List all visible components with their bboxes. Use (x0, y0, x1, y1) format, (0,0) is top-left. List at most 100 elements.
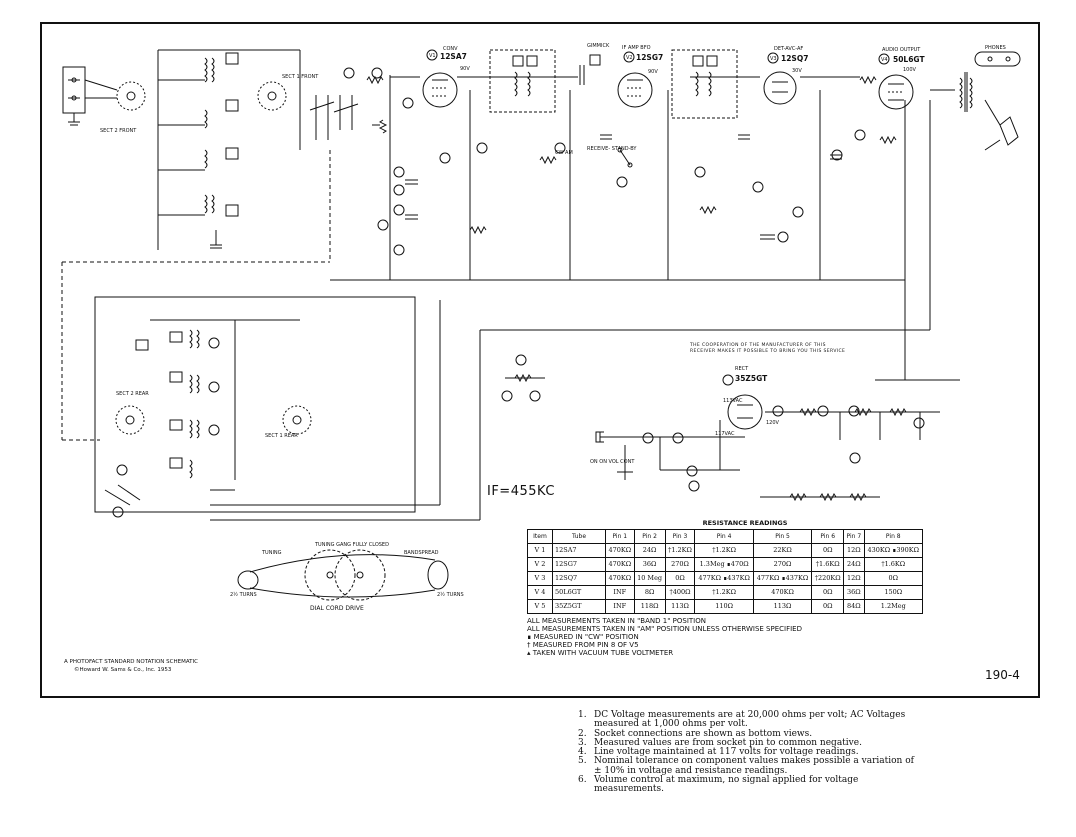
footnote-text: Line voltage maintained at 117 volts for… (594, 747, 859, 758)
table-cell: †1.2KΩ (694, 543, 754, 558)
tube-v2: V2 (617, 51, 653, 108)
table-cell: 0Ω (664, 571, 696, 586)
table-cell: 0Ω (811, 599, 845, 614)
header-pin7: Pin 7 (843, 529, 865, 544)
svg-text:V1: V1 (429, 53, 436, 59)
page-number: 190-4 (985, 668, 1020, 682)
table-cell: 12Ω (843, 543, 865, 558)
table-cell: 150Ω (863, 585, 924, 600)
measurement-note: ALL MEASUREMENTS TAKEN IN "AM" POSITION … (527, 625, 802, 633)
table-cell: V 5 (527, 599, 553, 614)
credit-line-2: ©Howard W. Sams & Co., Inc. 1953 (74, 667, 172, 673)
table-cell: 24Ω (843, 557, 865, 572)
rf-coil-stack (157, 49, 301, 250)
footnote: 6. Volume control at maximum, no signal … (578, 776, 918, 795)
table-cell: 50L6GT (552, 585, 606, 600)
table-cell: 35Z5GT (552, 599, 606, 614)
v4-function: AUDIO OUTPUT (882, 47, 921, 53)
table-cell: 1.2Meg (863, 599, 924, 614)
v5-function: RECT (735, 366, 749, 372)
table-cell: 110Ω (694, 599, 754, 614)
footnote-number: 5. (578, 756, 587, 767)
table-cell: 118Ω (633, 599, 666, 614)
rect-120v: 120V (766, 420, 780, 426)
table-cell: 8Ω (633, 585, 666, 600)
tube-v1: V1 (422, 49, 458, 108)
table-cell: V 2 (527, 557, 553, 572)
footnotes: 1. DC Voltage measurements are at 20,000… (578, 710, 918, 795)
header-pin2: Pin 2 (633, 529, 666, 544)
table-cell: 0Ω (863, 571, 924, 586)
header-tube: Tube (552, 529, 606, 544)
table-row: V 3 12SQ7 470KΩ 10 Meg 0Ω 477KΩ ∎437KΩ 4… (527, 571, 924, 586)
table-cell: †400Ω (664, 585, 696, 600)
v5-type: 35Z5GT (735, 374, 768, 383)
speaker (984, 99, 1019, 151)
table-cell: 22KΩ (752, 543, 813, 558)
table-row: V 5 35Z5GT INF 118Ω 113Ω 110Ω 113Ω 0Ω 84… (527, 599, 924, 614)
table-cell: 113Ω (664, 599, 696, 614)
table-row: V 1 12SA7 470KΩ 24Ω †1.2KΩ †1.2KΩ 22KΩ 0… (527, 543, 924, 558)
table-cell: 470KΩ (605, 543, 635, 558)
cw-am-label: CW AM (555, 150, 573, 156)
header-pin1: Pin 1 (605, 529, 635, 544)
footnote-number: 2. (578, 728, 587, 739)
credit-block: A PHOTOFACT STANDARD NOTATION SCHEMATIC … (64, 658, 198, 674)
measurement-notes: ALL MEASUREMENTS TAKEN IN "BAND 1" POSIT… (527, 617, 923, 657)
footnote-text: Nominal tolerance on component values ma… (594, 756, 914, 776)
bplus-bus (330, 75, 960, 381)
v1-plate-voltage: 90V (460, 66, 470, 72)
table-cell: 0Ω (811, 543, 845, 558)
coop-line-2: RECEIVER MAKES IT POSSIBLE TO BRING YOU … (690, 349, 846, 354)
table-row: V 2 12SG7 470KΩ 36Ω 270Ω 1.3Meg ∎470Ω 27… (527, 557, 924, 572)
v1-type: 12SA7 (440, 52, 467, 61)
measurement-note: † MEASURED FROM PIN 8 OF V5 (527, 641, 639, 649)
rear-coil-section (94, 100, 931, 521)
table-cell: 477KΩ ∎437KΩ (752, 571, 813, 586)
sect2-rear-label: SECT 2 REAR (116, 391, 149, 397)
footnote-text: Measured values are from socket pin to c… (594, 737, 862, 748)
tuning-gang-front (309, 95, 359, 140)
receive-standby-label: RECEIVE- STAND-BY (587, 146, 637, 152)
table-header-row: Item Tube Pin 1 Pin 2 Pin 3 Pin 4 Pin 5 … (527, 529, 924, 544)
v3-plate-voltage: 30V (792, 68, 802, 74)
v3-type: 12SQ7 (781, 54, 808, 63)
table-row: V 4 50L6GT INF 8Ω †400Ω †1.2KΩ 470KΩ 0Ω … (527, 585, 924, 600)
output-transformer (959, 72, 973, 112)
table-cell: 84Ω (843, 599, 865, 614)
tuning-gang-label: TUNING GANG FULLY CLOSED (314, 542, 389, 548)
table-cell: 113Ω (752, 599, 813, 614)
table-cell: 12SQ7 (552, 571, 606, 586)
cooperation-notice: THE COOPERATION OF THE MANUFACTURER OF T… (690, 343, 845, 355)
svg-text:V4: V4 (881, 57, 888, 63)
footnote-number: 6. (578, 775, 587, 786)
table-cell: 36Ω (633, 557, 666, 572)
rect-117vac: 117VAC (715, 431, 735, 437)
table-cell: 477KΩ ∎437KΩ (694, 571, 754, 586)
v3-function: DET-AVC-AF (774, 46, 803, 52)
footnote-text: Socket connections are shown as bottom v… (594, 728, 813, 739)
coop-line-1: THE COOPERATION OF THE MANUFACTURER OF T… (690, 343, 826, 348)
header-pin3: Pin 3 (664, 529, 696, 544)
gimmick-capacitor (579, 54, 601, 85)
measurement-note: ALL MEASUREMENTS TAKEN IN "BAND 1" POSIT… (527, 617, 706, 625)
table-cell: †220KΩ (811, 571, 845, 586)
tube-v3: V3 (763, 52, 797, 105)
svg-text:V2: V2 (626, 55, 633, 61)
resistance-title: RESISTANCE READINGS (702, 519, 788, 527)
tuning-label: TUNING (261, 550, 282, 556)
table-cell: V 3 (527, 571, 553, 586)
sect2-front-label: SECT 2 FRONT (100, 128, 137, 134)
v2-type: 12SG7 (636, 53, 663, 62)
footnote-text: DC Voltage measurements are at 20,000 oh… (594, 710, 906, 730)
table-cell: 12SG7 (552, 557, 606, 572)
footnote: 5. Nominal tolerance on component values… (578, 757, 918, 776)
phones-label: PHONES (985, 45, 1006, 51)
dial-cord-drive (237, 549, 449, 601)
table-cell: 0Ω (811, 585, 845, 600)
footnote-text: Volume control at maximum, no signal app… (594, 775, 859, 795)
v2-plate-voltage: 90V (648, 69, 658, 75)
bandspread-label: BANDSPREAD (404, 550, 439, 556)
table-cell: 12Ω (843, 571, 865, 586)
